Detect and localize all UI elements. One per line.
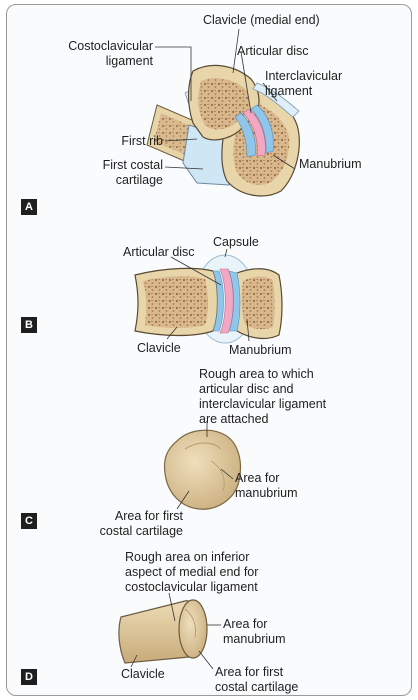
label-costoclavicular-ligament: Costoclavicular ligament [68,39,153,68]
label-articular-disc-a: Articular disc [237,44,309,58]
label-area-for-manubrium-d: Area for manubrium [223,617,286,646]
panel-tag-d: D [21,669,37,685]
label-interclavicular-ligament: Interclavicular ligament [265,69,343,98]
panel-a-illustration [146,64,300,197]
label-capsule: Capsule [213,235,259,249]
label-first-costal-cartilage-a: First costal cartilage [102,158,163,187]
label-first-rib: First rib [121,134,163,148]
sternoclavicular-joint-illustration [118,28,300,670]
leader-lines [130,28,296,670]
panel-d-illustration [118,599,208,664]
label-clavicle-b: Clavicle [137,341,181,355]
label-area-for-manubrium-c: Area for manubrium [235,471,298,500]
panel-b-illustration [134,254,283,344]
articular-disc [242,108,266,157]
label-clavicle-d: Clavicle [121,667,165,681]
panel-tag-b: B [21,317,37,333]
clavicle-medial-end-face [178,599,208,659]
label-manubrium-b: Manubrium [229,343,292,357]
label-rough-area-inferior: Rough area on inferior aspect of medial … [125,550,259,594]
label-articular-disc-b: Articular disc [123,245,195,259]
label-clavicle-medial-end: Clavicle (medial end) [203,13,320,27]
label-manubrium-a: Manubrium [299,157,362,171]
panel-c-illustration [163,429,242,510]
panel-tag-c: C [21,513,37,529]
figure-frame: Clavicle (medial end) Costoclavicular li… [6,4,412,696]
label-rough-area-disc: Rough area to which articular disc and i… [199,367,327,426]
panel-tag-a: A [21,199,37,215]
label-area-for-first-costal-cartilage-d: Area for first costal cartilage [215,665,299,694]
clavicle-medial-articular-surface [163,429,242,510]
label-area-for-first-costal-cartilage-c: Area for first costal cartilage [99,509,183,538]
